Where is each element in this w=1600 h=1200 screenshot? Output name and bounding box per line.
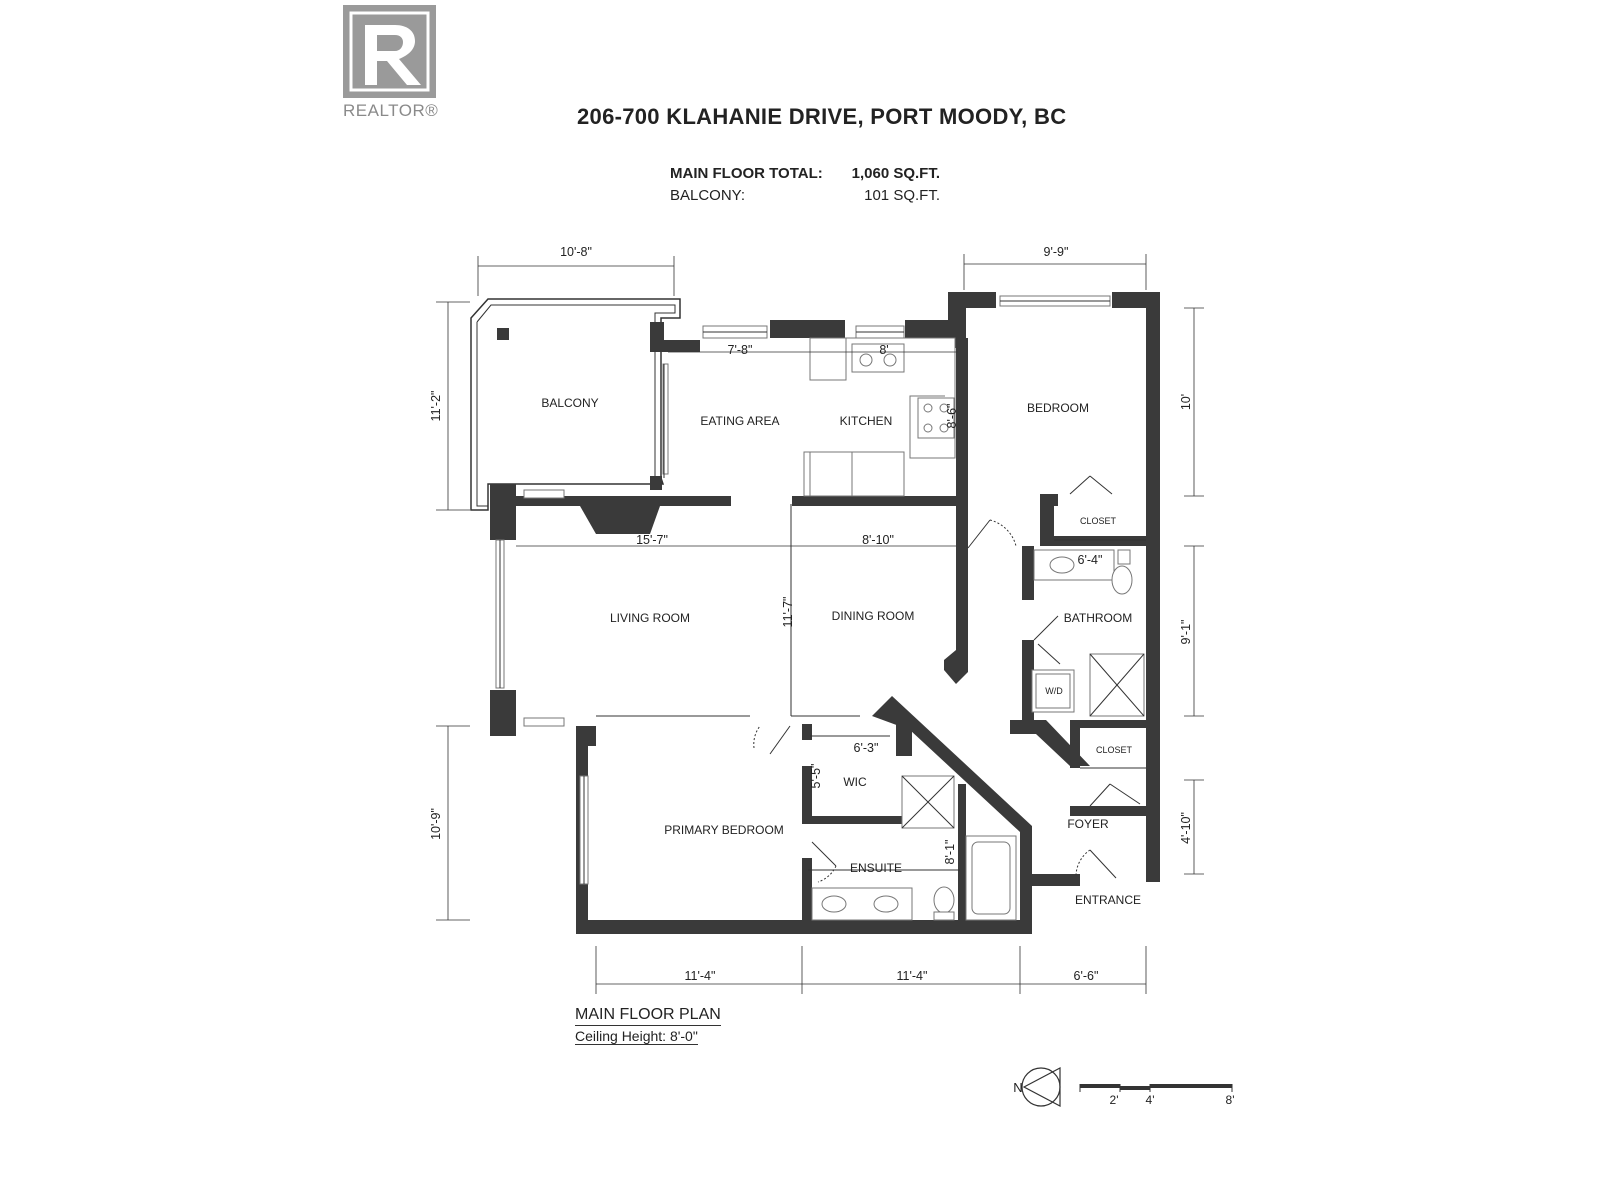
room-label-balcony: BALCONY bbox=[541, 396, 598, 410]
main-floor-total-row: MAIN FLOOR TOTAL: 1,060 SQ.FT. bbox=[670, 165, 940, 187]
dim-foyer-depth: 4'-10" bbox=[1179, 812, 1193, 844]
north-arrow: N bbox=[1013, 1067, 1061, 1107]
balcony-total-row: BALCONY: 101 SQ.FT. bbox=[670, 187, 940, 209]
dim-bedroom-width: 9'-9" bbox=[1044, 245, 1069, 259]
room-label-foyer: FOYER bbox=[1067, 817, 1109, 831]
scale-bar: 2' 4' 8' bbox=[1079, 1084, 1235, 1107]
ensuite-fixtures bbox=[811, 775, 1017, 921]
dimension-lines bbox=[436, 254, 1204, 994]
doors bbox=[663, 364, 1141, 883]
main-floor-total-value: 1,060 SQ.FT. bbox=[851, 165, 940, 182]
room-label-primary-bedroom: PRIMARY BEDROOM bbox=[664, 823, 784, 837]
dim-dining-width: 8'-10" bbox=[862, 533, 894, 547]
dim-bottom-mid: 11'-4" bbox=[897, 969, 928, 983]
washer-dryer-label: W/D bbox=[1045, 686, 1063, 696]
dim-wic-width: 6'-3" bbox=[854, 741, 879, 755]
dim-wic-depth: 5'-5" bbox=[809, 764, 823, 789]
room-labels: BALCONY EATING AREA KITCHEN BEDROOM CLOS… bbox=[541, 396, 1141, 907]
walls bbox=[490, 292, 1160, 934]
scale-label-2: 2' bbox=[1110, 1093, 1119, 1107]
floor-plan-title: MAIN FLOOR PLAN bbox=[575, 1006, 721, 1026]
realtor-logo: REALTOR® bbox=[343, 5, 439, 125]
room-label-kitchen: KITCHEN bbox=[840, 414, 893, 428]
dim-dining-depth: 11'-7" bbox=[781, 597, 795, 628]
dim-kitchen-width: 8' bbox=[879, 343, 888, 357]
toilet-icon bbox=[1117, 549, 1131, 565]
north-label: N bbox=[1013, 1080, 1022, 1095]
dim-bottom-right: 6'-6" bbox=[1074, 969, 1099, 983]
scale-label-8: 8' bbox=[1226, 1093, 1235, 1107]
ensuite-toilet-icon bbox=[933, 886, 955, 914]
dim-primary-depth: 10'-9" bbox=[429, 808, 443, 840]
area-totals: MAIN FLOOR TOTAL: 1,060 SQ.FT. BALCONY: … bbox=[670, 165, 940, 209]
balcony-total-value: 101 SQ.FT. bbox=[864, 187, 940, 204]
room-label-entrance: ENTRANCE bbox=[1075, 893, 1141, 907]
room-label-bedroom: BEDROOM bbox=[1027, 401, 1089, 415]
dim-balcony-width: 10'-8" bbox=[560, 245, 592, 259]
stove-icon bbox=[917, 397, 955, 439]
room-label-closet-foyer: CLOSET bbox=[1096, 745, 1133, 755]
dim-bottom-left: 11'-4" bbox=[685, 969, 716, 983]
room-label-dining-room: DINING ROOM bbox=[832, 609, 915, 623]
dim-eating-width: 7'-8" bbox=[728, 343, 753, 357]
dim-balcony-depth: 11'-2" bbox=[429, 391, 443, 422]
room-label-eating-area: EATING AREA bbox=[700, 414, 779, 428]
dim-living-width: 15'-7" bbox=[636, 533, 668, 547]
kitchen-sink-icon bbox=[851, 343, 905, 373]
room-label-closet-bedroom: CLOSET bbox=[1080, 516, 1117, 526]
balcony-total-label: BALCONY: bbox=[670, 187, 746, 204]
room-label-ensuite: ENSUITE bbox=[850, 861, 902, 875]
dim-bath-depth: 9'-1" bbox=[1179, 620, 1193, 645]
room-label-living-room: LIVING ROOM bbox=[610, 611, 690, 625]
property-address: 206-700 KLAHANIE DRIVE, PORT MOODY, BC bbox=[577, 104, 1067, 129]
dim-ensuite-depth: 8'-1" bbox=[943, 840, 957, 865]
kitchen-fixtures bbox=[803, 337, 956, 497]
windows bbox=[495, 295, 1111, 885]
dimension-labels: 10'-8" 11'-2" 7'-8" 8' 8'-6" 9'-9" 10' 1… bbox=[429, 245, 1193, 983]
dim-kitchen-depth: 8'-6" bbox=[945, 404, 959, 429]
bathroom-fixtures bbox=[1031, 549, 1145, 717]
room-label-wic: WIC bbox=[843, 775, 867, 789]
dim-bedroom-depth: 10' bbox=[1179, 394, 1193, 410]
ceiling-height: Ceiling Height: 8'-0" bbox=[575, 1028, 698, 1045]
realtor-r-icon bbox=[349, 11, 430, 92]
main-floor-total-label: MAIN FLOOR TOTAL: bbox=[670, 165, 823, 182]
scale-label-4: 4' bbox=[1146, 1093, 1155, 1107]
room-label-bathroom: BATHROOM bbox=[1064, 611, 1132, 625]
realtor-wordmark: REALTOR® bbox=[343, 101, 439, 120]
dishwasher-icon bbox=[809, 451, 853, 497]
dim-bath-width: 6'-4" bbox=[1078, 553, 1103, 567]
